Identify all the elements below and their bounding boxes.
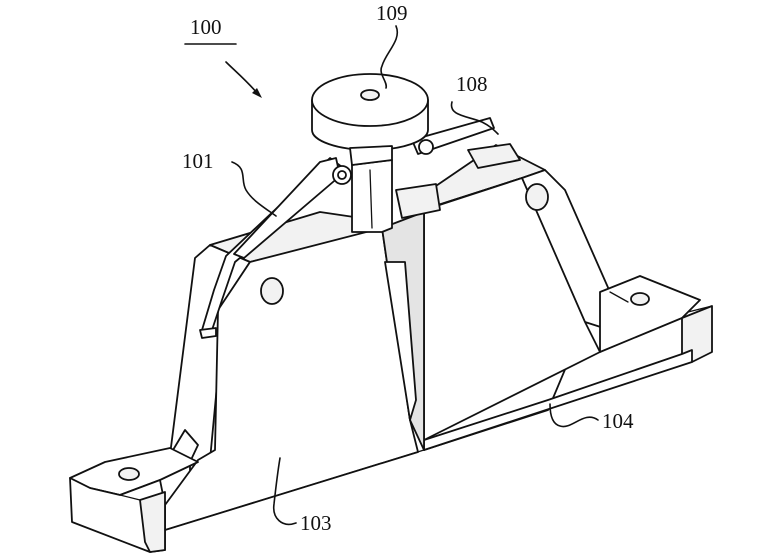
label-101-leader	[231, 161, 277, 217]
label-100: 100	[190, 15, 222, 39]
left-bracket-hole	[260, 277, 284, 305]
label-109-leader	[380, 25, 399, 89]
label-108-leader	[450, 101, 499, 135]
label-101: 101	[182, 149, 214, 173]
right-base-hole	[630, 292, 650, 306]
label-104-leader	[549, 403, 599, 428]
right-bracket-hole	[525, 183, 549, 211]
top-cap	[311, 73, 429, 166]
center-post	[351, 143, 521, 233]
left-support	[69, 211, 425, 553]
label-103-leader	[272, 457, 297, 525]
label-108: 108	[456, 72, 488, 96]
label-109: 109	[376, 1, 408, 25]
label-104: 104	[602, 409, 634, 433]
pivot-arm	[199, 157, 352, 339]
rear-link	[411, 117, 495, 155]
label-100-arrow	[225, 61, 262, 98]
reference-labels: 100 109 108 101 103 104	[182, 1, 634, 535]
cap-center-hole	[360, 89, 380, 101]
right-support	[423, 144, 713, 451]
left-base-hole	[118, 467, 140, 481]
label-103: 103	[300, 511, 332, 535]
